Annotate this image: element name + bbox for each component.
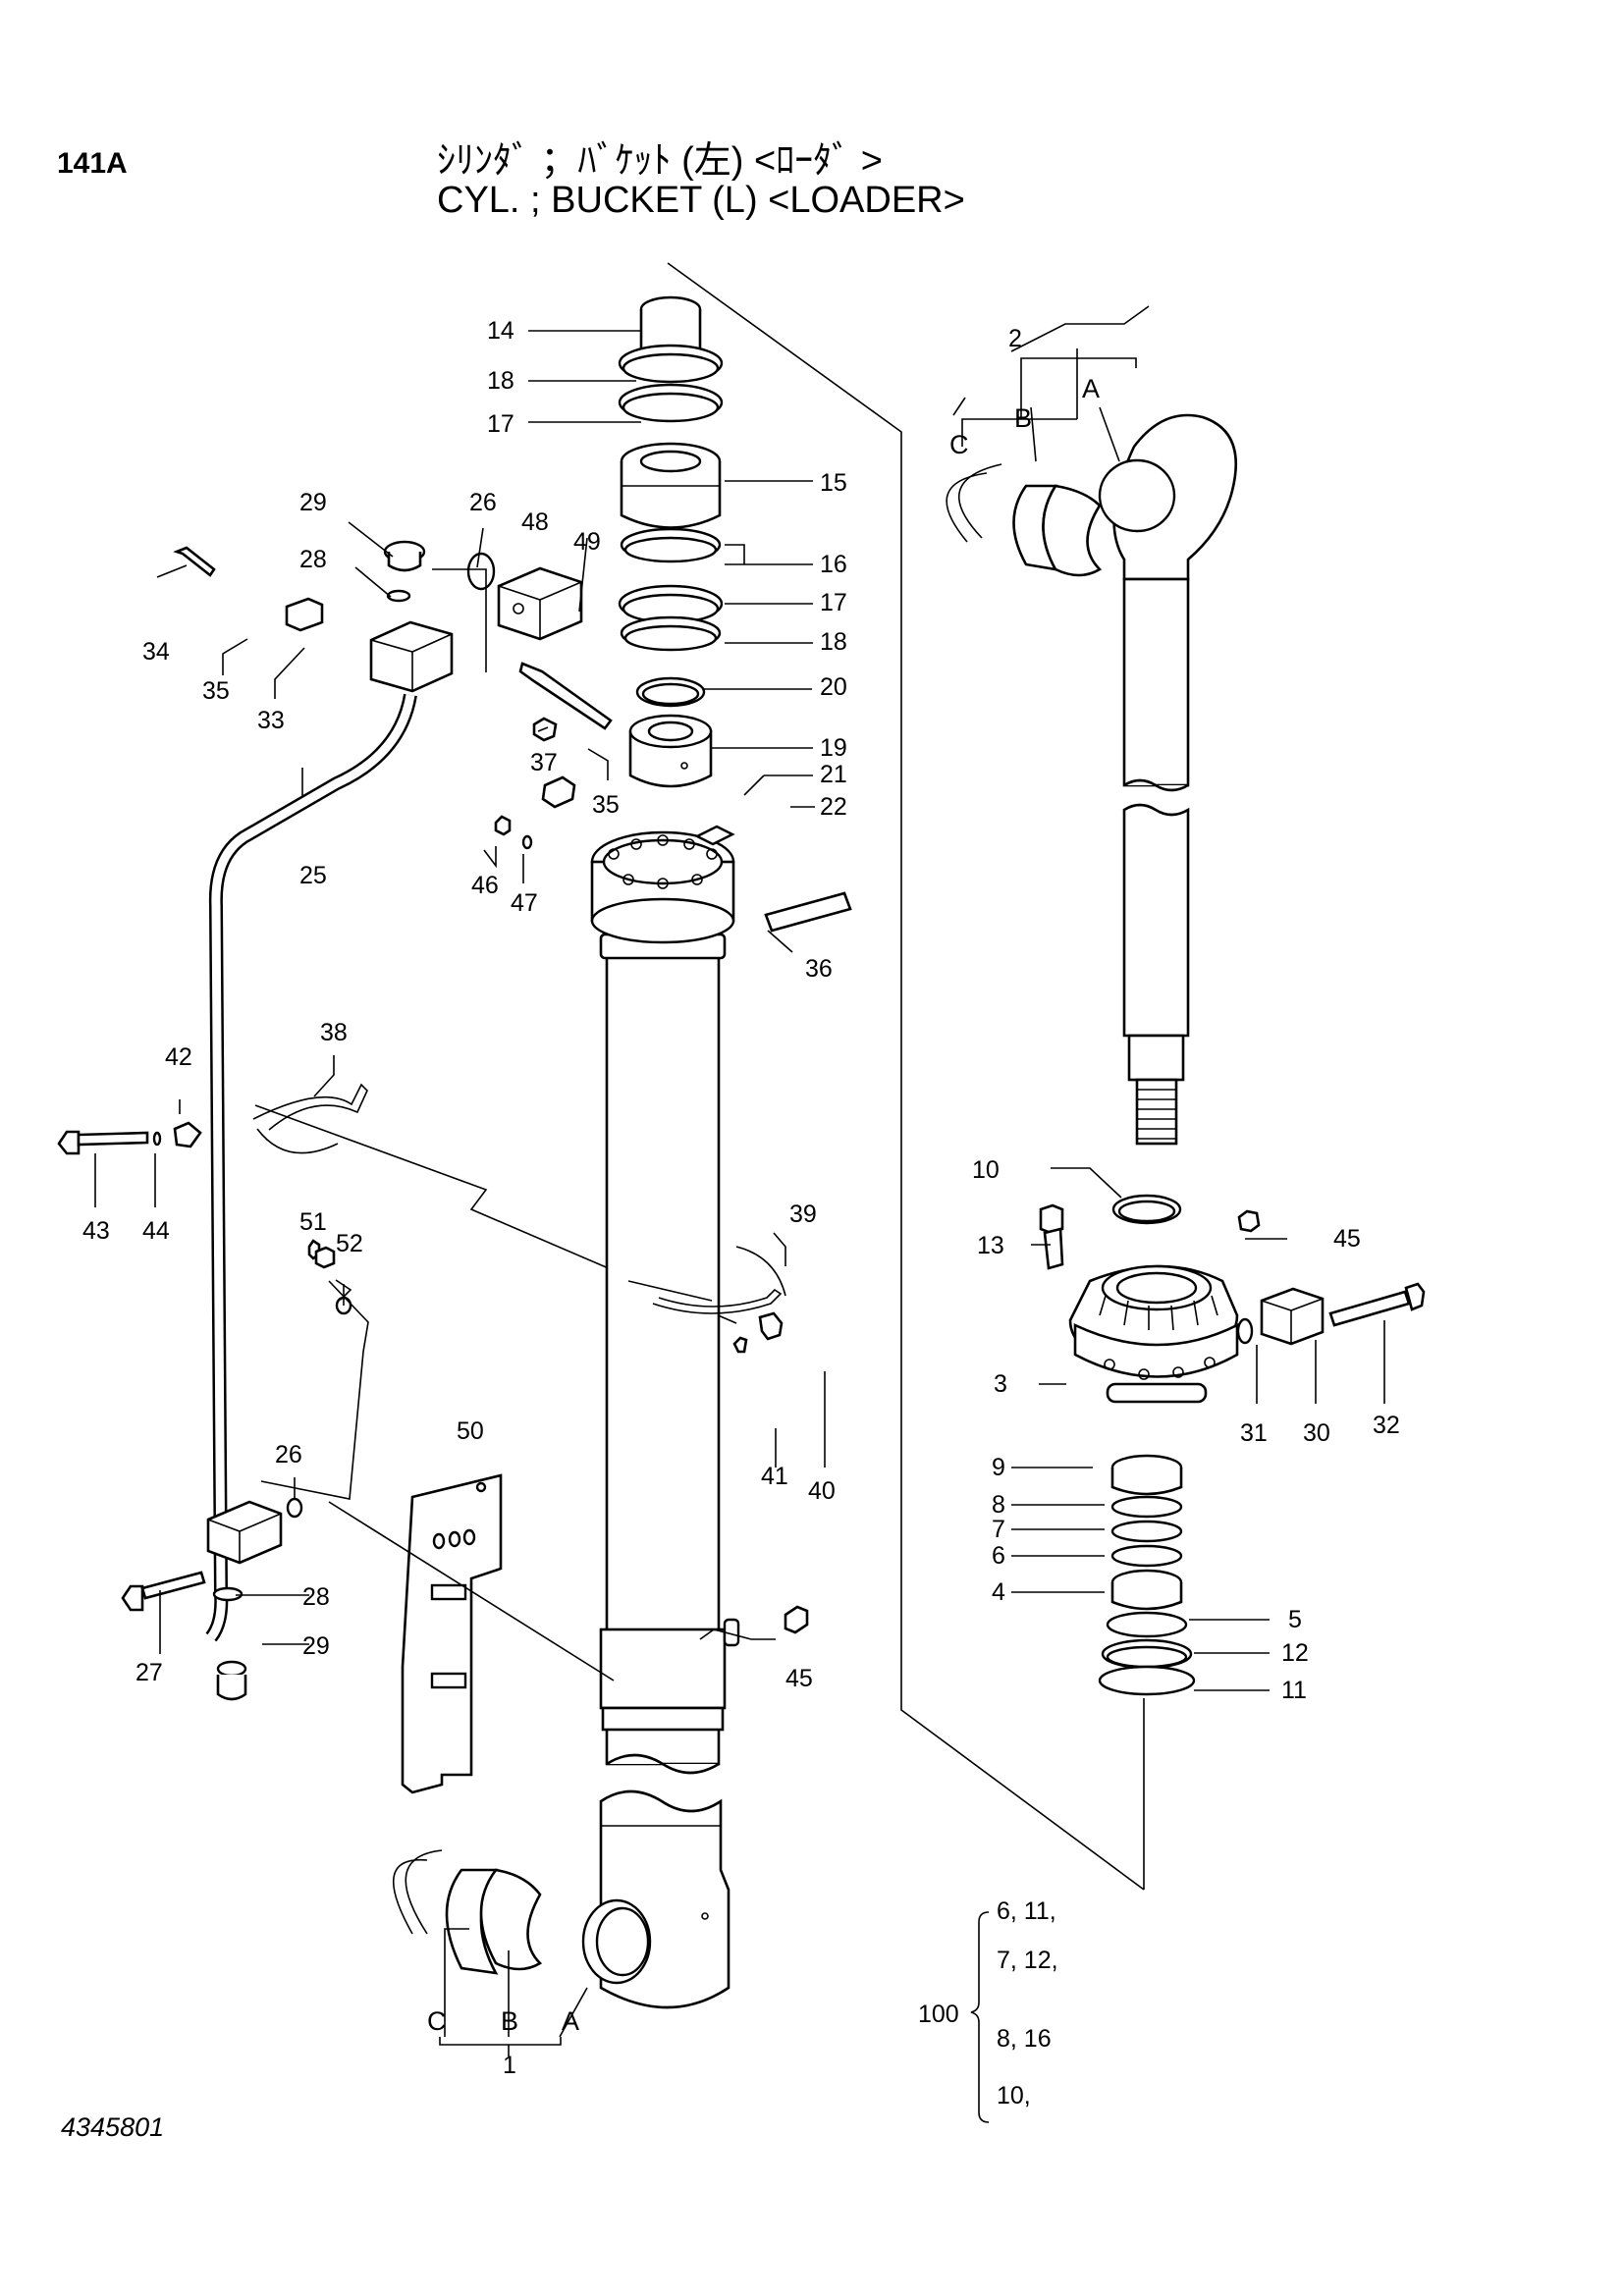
callout-29: 29 (299, 489, 327, 516)
callout-9: 9 (992, 1454, 1005, 1481)
page-number: 141A (57, 147, 128, 180)
kit-line-1: 6, 11, (997, 1897, 1056, 1925)
callout-27: 27 (135, 1659, 163, 1686)
kit-line-4: 10, (997, 2082, 1031, 2109)
upper-letter-b: B (1014, 403, 1032, 433)
callout-32: 32 (1373, 1412, 1400, 1439)
small-parts (57, 540, 1426, 1794)
callout-21: 21 (820, 761, 847, 788)
callout-15: 15 (820, 469, 847, 497)
callout-35: 35 (202, 677, 230, 705)
kit-line-3: 8, 16 (997, 2025, 1052, 2053)
callout-39: 39 (789, 1201, 817, 1228)
assembly-letters: A B C C B A (427, 374, 1100, 2036)
callout-12: 12 (1281, 1639, 1309, 1667)
callout-3: 3 (994, 1370, 1007, 1398)
callout-11: 11 (1281, 1677, 1307, 1704)
callout-19: 19 (820, 734, 847, 762)
callout-7: 7 (992, 1516, 1005, 1543)
callout-26: 26 (469, 489, 497, 516)
cylinder-bottom-eye (581, 1789, 730, 2009)
callout-40: 40 (808, 1477, 836, 1505)
callout-18: 18 (820, 628, 847, 656)
drawing-number: 4345801 (61, 2112, 165, 2142)
callout-14: 14 (487, 317, 514, 345)
callout-49: 49 (573, 528, 601, 556)
callout-37: 37 (530, 749, 558, 776)
lower-letter-b: B (501, 2006, 518, 2036)
callout-46: 46 (471, 872, 499, 899)
callout-44: 44 (142, 1217, 170, 1245)
callout-43: 43 (82, 1217, 110, 1245)
title-english: CYL. ; BUCKET (L) <LOADER> (437, 180, 965, 221)
callout-20: 20 (820, 673, 847, 701)
callout-47: 47 (511, 889, 538, 917)
title-japanese: ｼﾘﾝﾀﾞ ；ﾊﾞｹｯﾄ (左) <ﾛｰﾀﾞ > (437, 140, 883, 182)
callout-18: 18 (487, 367, 514, 395)
upper-letter-a: A (1082, 374, 1100, 403)
callout-51: 51 (299, 1208, 327, 1236)
callout-17: 17 (820, 589, 847, 616)
seal-kit-group: 100 6, 11, 7, 12, 8, 16 10, (918, 1897, 1058, 2123)
callout-38: 38 (320, 1019, 348, 1046)
callout-28: 28 (299, 546, 327, 573)
bushings-and-rings (392, 463, 1103, 1975)
kit-number: 100 (918, 2001, 959, 2028)
callout-35: 35 (592, 791, 620, 819)
assembly-boundary (254, 262, 1145, 1891)
callout-1: 1 (503, 2052, 516, 2079)
piston-rod (1098, 413, 1237, 1146)
callout-10: 10 (972, 1156, 1000, 1184)
callout-8: 8 (992, 1491, 1005, 1519)
callout-17: 17 (487, 410, 514, 438)
kit-line-2: 7, 12, (997, 1947, 1058, 1974)
upper-assembly-bracket (961, 348, 1137, 447)
callout-42: 42 (165, 1043, 192, 1071)
callout-36: 36 (805, 955, 833, 983)
callout-45: 45 (1333, 1225, 1361, 1253)
callout-26: 26 (275, 1441, 302, 1468)
callout-50: 50 (457, 1417, 484, 1445)
callout-41: 41 (761, 1463, 788, 1490)
lower-letter-a: A (562, 2006, 579, 2036)
hydraulic-pipe (205, 693, 417, 1642)
callout-34: 34 (142, 638, 170, 666)
lower-letter-c: C (427, 2006, 447, 2036)
callout-labels: 14 18 17 15 16 17 18 20 19 21 22 29 26 4… (82, 317, 1400, 2079)
cylinder-head (1068, 1264, 1239, 1404)
callout-25: 25 (299, 862, 327, 889)
callout-22: 22 (820, 793, 847, 821)
callout-33: 33 (257, 707, 285, 734)
callout-30: 30 (1303, 1419, 1330, 1447)
callout-4: 4 (992, 1578, 1005, 1606)
callout-2: 2 (1008, 325, 1022, 352)
callout-28: 28 (302, 1583, 330, 1611)
callout-45: 45 (785, 1665, 813, 1692)
callout-6: 6 (992, 1542, 1005, 1570)
seal-stack (618, 295, 724, 788)
callout-31: 31 (1240, 1419, 1268, 1447)
callout-16: 16 (820, 551, 847, 578)
callout-48: 48 (521, 508, 549, 536)
callout-29: 29 (302, 1632, 330, 1660)
callout-13: 13 (977, 1232, 1004, 1259)
callout-5: 5 (1288, 1606, 1302, 1633)
callout-52: 52 (336, 1230, 363, 1257)
upper-letter-c: C (949, 430, 969, 459)
cylinder-tube (590, 825, 740, 1775)
head-seals (1098, 1194, 1196, 1696)
leader-lines (94, 305, 1385, 2056)
